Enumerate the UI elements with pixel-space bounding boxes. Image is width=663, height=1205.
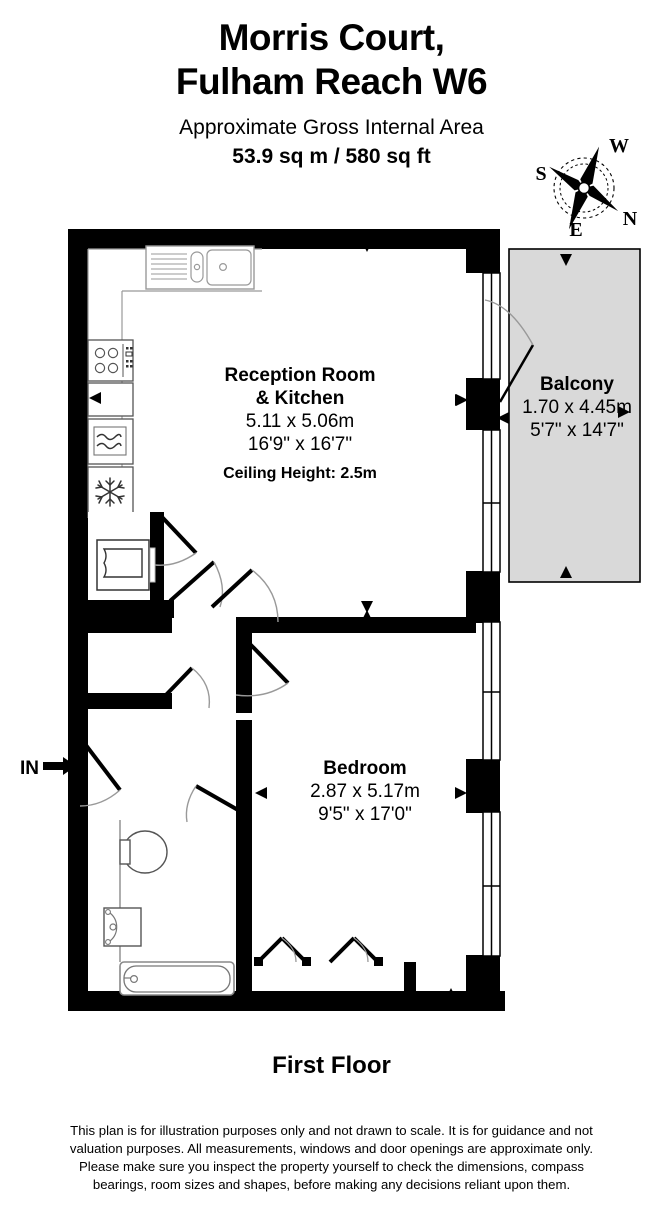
bedroom-metric: 2.87 x 5.17m: [310, 781, 420, 802]
bedroom-imperial: 9'5" x 17'0": [318, 804, 412, 825]
reception-room-label: Reception Room & Kitchen 5.11 x 5.06m 16…: [140, 364, 460, 485]
reception-name-line2: & Kitchen: [255, 388, 345, 409]
area-subtitle: Approximate Gross Internal Area: [179, 116, 484, 139]
floor-name: First Floor: [272, 1052, 391, 1079]
marker-arrow: [89, 392, 101, 404]
compass-label-n: N: [623, 208, 638, 230]
balcony-name: Balcony: [540, 374, 614, 395]
boiler-cupboard-icon: [88, 512, 156, 600]
page-title: Morris Court, Fulham Reach W6: [0, 16, 663, 104]
kitchen-fixtures: [87, 245, 262, 518]
area-value: 53.9 sq m / 580 sq ft: [232, 145, 431, 168]
title-line-1: Morris Court,: [218, 17, 445, 58]
disclaimer-line-3: Please make sure you inspect the propert…: [78, 1159, 585, 1174]
fridge-freezer-icon: [87, 466, 134, 518]
reception-name-line1: Reception Room: [224, 365, 376, 386]
door-swings: [79, 515, 290, 823]
entrance-label: IN: [20, 758, 39, 779]
balcony-door: [484, 299, 535, 403]
entrance-marker: IN: [20, 757, 77, 781]
reception-metric: 5.11 x 5.06m: [245, 411, 355, 432]
bedroom-name: Bedroom: [323, 758, 407, 779]
plan-header: Morris Court, Fulham Reach W6 Approximat…: [0, 0, 663, 170]
windows-right-elevation: [482, 272, 501, 957]
disclaimer-line-4: bearings, room sizes and shapes, before …: [92, 1177, 571, 1192]
toilet-icon: [119, 830, 168, 874]
reception-ceiling-height: Ceiling Height: 2.5m: [223, 465, 377, 482]
disclaimer-line-2: valuation purposes. All measurements, wi…: [69, 1141, 594, 1156]
bedroom-label: Bedroom 2.87 x 5.17m 9'5" x 17'0": [245, 757, 485, 826]
disclaimer-line-1: This plan is for illustration purposes o…: [70, 1123, 593, 1138]
wash-basin-icon: [103, 907, 142, 947]
washing-machine-icon: [87, 418, 134, 465]
balcony-label: Balcony 1.70 x 4.45m 5'7" x 14'7": [497, 373, 657, 442]
compass-rose: W S N E: [527, 133, 647, 241]
title-line-2: Fulham Reach W6: [175, 61, 488, 102]
wall-structure: [68, 229, 505, 1011]
balcony-metric: 1.70 x 4.45m: [522, 397, 632, 418]
compass-label-e: E: [569, 219, 582, 238]
disclaimer-text: This plan is for illustration purposes o…: [38, 1122, 625, 1194]
balcony-imperial: 5'7" x 14'7": [530, 420, 624, 441]
compass-label-w: W: [609, 135, 629, 157]
entrance-arrow-icon: [43, 757, 77, 781]
sink-with-drainer: [145, 245, 255, 290]
bathroom-fixtures: [103, 820, 235, 996]
bathtub-icon: [119, 961, 235, 996]
wardrobe-bifold-doors: [254, 936, 383, 966]
compass-label-s: S: [535, 163, 546, 185]
reception-imperial: 16'9" x 16'7": [247, 434, 353, 455]
hob-icon: [87, 339, 134, 382]
